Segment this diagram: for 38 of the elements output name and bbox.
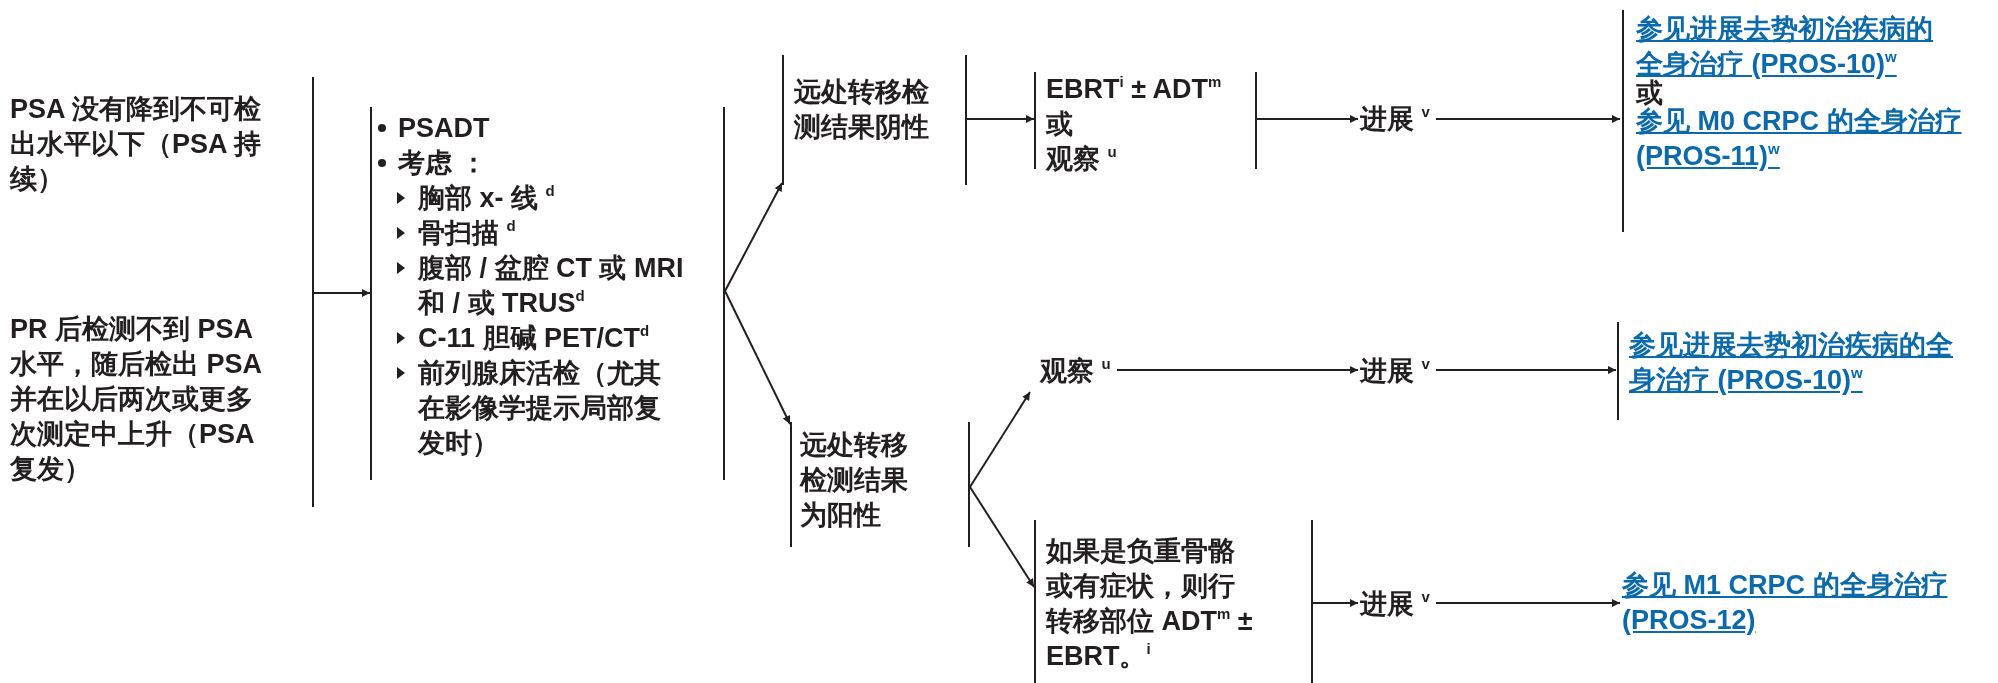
arrow <box>1116 366 1359 374</box>
arrow <box>1435 115 1621 123</box>
arrow <box>966 115 1035 123</box>
link-text: 参见 M0 CRPC 的全身治疗 (PROS-11)$^{w}$ <box>1636 106 1963 173</box>
step-text: 远处转移检测结果为阳性 <box>800 429 909 532</box>
bracket-box <box>1034 520 1313 683</box>
list-item: 考虑 ： <box>398 147 488 180</box>
step-text: 进展 $^{v}$ <box>1360 102 1430 136</box>
list-item: 骨扫描 $^{d}$ <box>418 216 517 250</box>
arrow <box>1256 115 1359 123</box>
list-item: 胸部 x- 线 $^{d}$ <box>418 181 556 215</box>
arrow <box>1435 599 1621 607</box>
bracket-box <box>790 422 970 547</box>
list-item: C-11 胆碱 PET/CT$^{d}$ <box>418 321 651 355</box>
step-text: PSA 没有降到不可检出水平以下（PSA 持续） <box>10 93 262 196</box>
arrow <box>312 76 371 508</box>
step-text: EBRT$^{i}$ ± ADT$^{m}$ <box>1046 72 1223 106</box>
bracket-box <box>782 55 967 185</box>
step-text: 进展 $^{v}$ <box>1360 354 1430 388</box>
list-item: PSADT <box>398 112 491 145</box>
arrow <box>969 486 1035 588</box>
step-text: 或 <box>1046 108 1074 141</box>
step-text: 观察 $^{u}$ <box>1040 354 1111 388</box>
step-text: 如果是负重骨骼或有症状，则行转移部位 ADT$^{m}$ ± EBRT。$^{i}$ <box>1046 535 1254 673</box>
arrow <box>724 290 791 425</box>
arrow <box>1435 366 1617 374</box>
link-text: 参见进展去势初治疾病的全身治疗 (PROS-10)$^{w}$ <box>1636 13 1934 79</box>
arrow <box>1312 599 1359 607</box>
arrow <box>724 182 783 292</box>
step-text: 观察 $^{u}$ <box>1046 142 1118 176</box>
list-item: 前列腺床活检（尤其在影像学提示局部复发时） <box>418 357 662 460</box>
step-text: 进展 $^{v}$ <box>1360 587 1430 621</box>
link-text: 参见进展去势初治疾病的全身治疗 (PROS-10)$^{w}$ <box>1629 329 1954 397</box>
step-text: PR 后检测不到 PSA 水平，随后检出 PSA 并在以后两次或更多次测定中上升（PSA 复发） <box>10 313 262 486</box>
bracket-box <box>370 107 725 480</box>
step-text: 远处转移检测结果阴性 <box>794 76 930 144</box>
arrow <box>969 391 1031 488</box>
link-text: 参见 M1 CRPC 的全身治疗 (PROS-12) <box>1622 569 1949 637</box>
